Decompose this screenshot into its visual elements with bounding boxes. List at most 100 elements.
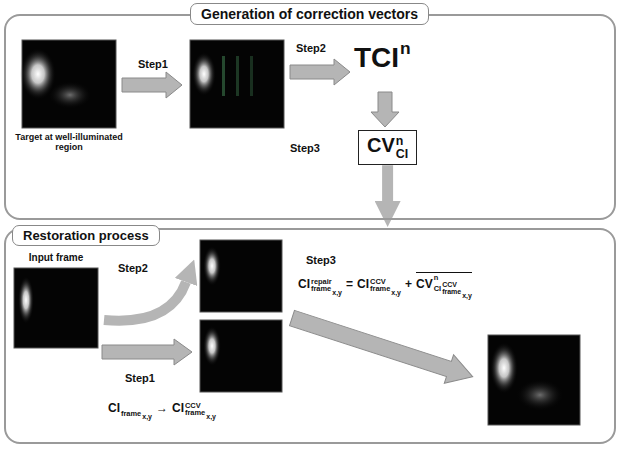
light-spot [490,342,518,394]
subscript-row: CICCVframex,y [434,281,472,299]
superscript-row: n [434,274,472,281]
superscript-row: repair [311,278,342,285]
formula-text: CI [298,277,310,291]
overlined-term: CVnCICCVframex,y [416,272,472,300]
grid-stripe [222,56,225,96]
step-label: Step2 [296,42,326,54]
light-spot [516,379,564,411]
step-arrow [290,59,350,85]
light-spot [48,81,92,109]
superscript-row: CCV [370,278,401,285]
image-tile: Target at well-illuminated region [14,40,124,176]
formula-term: framex,y [442,288,472,299]
subscript-row: x,y [332,289,342,297]
formula-text: n [434,273,439,282]
formula-term: CICCVframex,y [434,281,472,299]
formula-text: x,y [142,413,152,420]
photo-frame [14,268,98,348]
formula-text: CCV [442,281,457,288]
script-column: x,y [391,289,401,297]
formula-term: x,y [332,289,342,297]
formula-text: + [405,277,412,291]
photo-frame [200,320,282,392]
formula-text: CI [357,277,369,291]
script-column: nCICCVframex,y [434,274,472,300]
photo-frame [190,40,284,128]
image-caption: Target at well-illuminated region [14,132,124,153]
formula-term: CIframex,y [108,402,152,421]
script-column: n [400,40,411,57]
script-column: x,y [462,292,472,300]
photo-frame [200,240,282,312]
subscript-row: x,y [391,289,401,297]
formula-term: CICCVframex,y [172,402,216,421]
formula-term: TCIn [354,40,411,74]
subscript-row: x,y [142,413,152,421]
light-spot [192,52,216,96]
grid-stripe [236,56,239,96]
formula-text: x,y [332,289,342,296]
photo-frame [488,335,580,425]
formula-term: CICCVframex,y [357,278,401,297]
formula-text: frame [185,408,205,417]
step-label: Step3 [290,142,320,154]
flow-arrow [382,165,393,201]
formula-text: frame [442,288,461,295]
curved-step-arrow [104,282,186,321]
formula-text: x,y [391,289,401,296]
formula-term: x,y [391,289,401,297]
step-label: Step3 [306,254,336,266]
script-column: x,y [206,413,216,421]
formula-text: CI [434,284,441,293]
formula-term: CI [396,148,408,162]
formula-text: CV [367,134,395,156]
subscript-row: framex,y [121,410,152,421]
formula-text: → [156,401,168,415]
formula-term: framex,y [370,285,401,296]
superscript-row: n [400,40,411,57]
formula-text: CI [172,401,184,415]
formula-text: TCI [354,42,399,73]
script-column: x,y [332,289,342,297]
superscript-row: CCV [442,281,472,288]
script-column: framex,y [121,410,152,421]
formula: CIframex,y→CICCVframex,y [108,398,216,421]
subscript-row: x,y [206,413,216,421]
formula-term: CIrepairframex,y [298,278,342,297]
light-spot [203,326,221,366]
step-label: Step1 [138,58,168,70]
formula-term: framex,y [121,410,152,421]
script-column: repairframex,y [311,278,342,297]
formula-term: → [156,402,168,415]
light-spot [18,276,34,324]
step-arrow [122,72,182,98]
subscript-row: framex,y [311,285,342,296]
formula-text: n [396,134,404,148]
formula-text: x,y [206,413,216,420]
formula-term: framex,y [185,409,216,420]
step-arrow [102,339,192,365]
formula-text: frame [311,284,331,293]
formula-term: x,y [142,413,152,421]
subscript-row: CI [396,148,408,162]
formula-text: CI [108,401,120,415]
formula-term: x,y [206,413,216,421]
script-column: nCI [396,135,408,161]
subscript-row: x,y [462,292,472,300]
panel-heading: Restoration process [12,225,160,246]
subscript-row: framex,y [185,409,216,420]
superscript-row: CCV [185,402,216,409]
grid-stripe [250,56,253,96]
light-spot [203,246,221,286]
script-column: CCVframex,y [370,278,401,297]
formula-term: + [405,278,412,291]
script-column: CCVframex,y [185,402,216,421]
formula-term: framex,y [311,285,342,296]
formula-text: CI [396,147,408,161]
formula-text: = [346,277,353,291]
formula: CIrepairframex,y=CICCVframex,y+CVnCICCVf… [298,272,472,300]
formula: TCIn [354,40,411,74]
step-label: Step1 [125,372,155,384]
